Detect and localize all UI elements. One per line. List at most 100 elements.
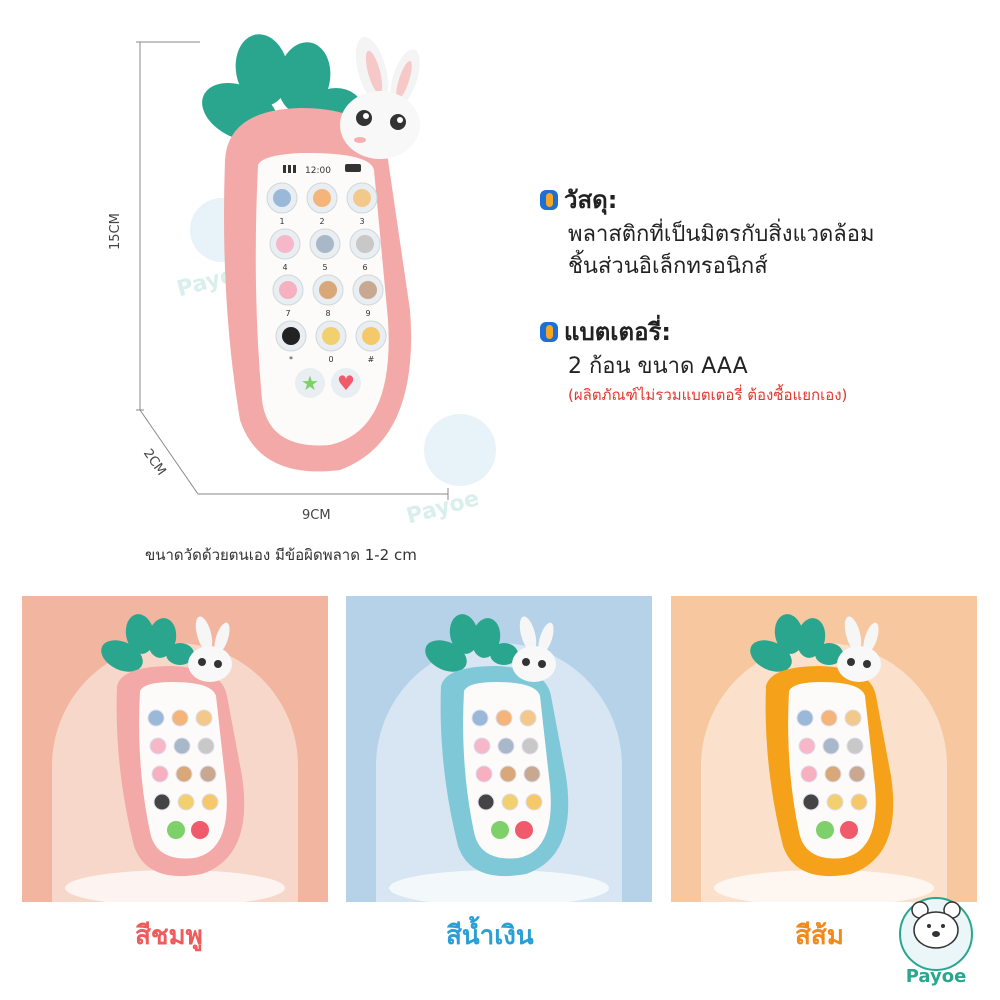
battery-spec: แบตเตอรี่: 2 ก้อน ขนาด AAA (ผลิตภัณฑ์ไม่… [540,312,847,407]
keypad-key [147,709,165,727]
keypad-key[interactable]: 4 [269,228,301,272]
brand-name: Payoe [906,966,967,986]
star-button-icon [816,821,834,839]
heart-button-icon [191,821,209,839]
keypad-key [201,793,219,811]
variant-panel-blue [346,596,652,902]
pedestal [389,870,609,902]
keypad-key [501,793,519,811]
keypad-key[interactable]: 3 [346,182,378,226]
keypad-key [826,793,844,811]
keypad-key[interactable]: * [275,320,307,364]
width-label: 9CM [302,508,331,523]
keypad-key [151,765,169,783]
svg-text:Payoe: Payoe [404,486,482,529]
keypad-key[interactable]: 8 [312,274,344,318]
keypad-key[interactable]: 7 [272,274,304,318]
battery-note: (ผลิตภัณฑ์ไม่รวมแบตเตอรี่ ต้องซื้อแยกเอง… [568,386,848,404]
keypad-key [850,793,868,811]
keypad-key [177,793,195,811]
keypad-key-label: * [289,355,293,364]
keypad-key [195,709,213,727]
variant-label-pink: สีชมพู [135,921,203,951]
keypad-key-label: 5 [322,263,327,272]
keypad-key [197,737,215,755]
keypad-key [802,793,820,811]
variant-panel-pink [22,596,328,902]
svg-text:♥: ♥ [337,371,355,395]
keypad-key-label: 3 [359,217,364,226]
keypad-key-label: # [368,355,375,364]
keypad-key [521,737,539,755]
keypad-key [149,737,167,755]
battery-title: แบตเตอรี่: [564,318,671,346]
heart-button-icon [515,821,533,839]
variant-panel-orange [671,596,977,902]
star-button-icon [491,821,509,839]
keypad-key [846,737,864,755]
keypad-key-label: 6 [362,263,367,272]
keypad: 1 2 3 4 5 6 7 8 9 * 0 # ★ ♥ [266,182,387,398]
keypad-key [800,765,818,783]
keypad-key [848,765,866,783]
keypad-key-label: 4 [282,263,287,272]
brand-logo: Payoe [896,896,976,987]
height-label: 15CM [108,213,123,250]
keypad-key [796,709,814,727]
keypad-key [497,737,515,755]
keypad-key [519,709,537,727]
keypad-key [477,793,495,811]
battery-line: 2 ก้อน ขนาด AAA [568,354,748,379]
keypad-key-label: 0 [328,355,333,364]
bunny-icon [188,616,232,682]
keypad-key [824,765,842,783]
keypad-key [473,737,491,755]
material-line-2: ชิ้นส่วนอิเล็กทรอนิกส์ [568,254,768,279]
keypad-key [820,709,838,727]
bullet-icon [540,189,558,210]
keypad-key [153,793,171,811]
keypad-key [525,793,543,811]
keypad-key[interactable]: 9 [352,274,384,318]
keypad-key[interactable]: 2 [306,182,338,226]
keypad-key [844,709,862,727]
keypad-key [798,737,816,755]
keypad-key[interactable]: 1 [266,182,298,226]
keypad-key [822,737,840,755]
keypad-key [173,737,191,755]
bunny-icon [512,616,556,682]
star-button-icon[interactable]: ★ [295,368,325,398]
bullet-icon [540,321,558,342]
keypad-key[interactable]: 0 [315,320,347,364]
variant-label-orange: สีส้ม [795,921,844,951]
leaves-icon [750,614,843,672]
heart-button-icon[interactable]: ♥ [331,368,361,398]
keypad-key[interactable]: # [355,320,387,364]
bunny-icon [340,36,420,159]
heart-button-icon [840,821,858,839]
keypad-key-label: 2 [319,217,324,226]
keypad-key [499,765,517,783]
keypad-key-label: 8 [325,309,330,318]
material-line-1: พลาสติกที่เป็นมิตรกับสิ่งแวดล้อม [568,222,875,247]
screen-time: 12:00 [305,166,331,176]
keypad-key[interactable]: 5 [309,228,341,272]
svg-text:★: ★ [301,371,319,395]
keypad-key[interactable]: 6 [349,228,381,272]
keypad-key [175,765,193,783]
material-spec: วัสดุ: พลาสติกที่เป็นมิตรกับสิ่งแวดล้อม … [540,180,874,283]
measure-note: ขนาดวัดด้วยตนเอง มีข้อผิดพลาด 1-2 cm [145,546,417,564]
pedestal [714,870,934,902]
leaves-icon [101,614,194,672]
keypad-key-label: 9 [365,309,370,318]
keypad-key [495,709,513,727]
keypad-key [471,709,489,727]
keypad-key [199,765,217,783]
keypad-key [523,765,541,783]
pedestal [65,870,285,902]
keypad-key-label: 7 [285,309,290,318]
keypad-key-label: 1 [279,217,284,226]
bunny-icon [837,616,881,682]
star-button-icon [167,821,185,839]
